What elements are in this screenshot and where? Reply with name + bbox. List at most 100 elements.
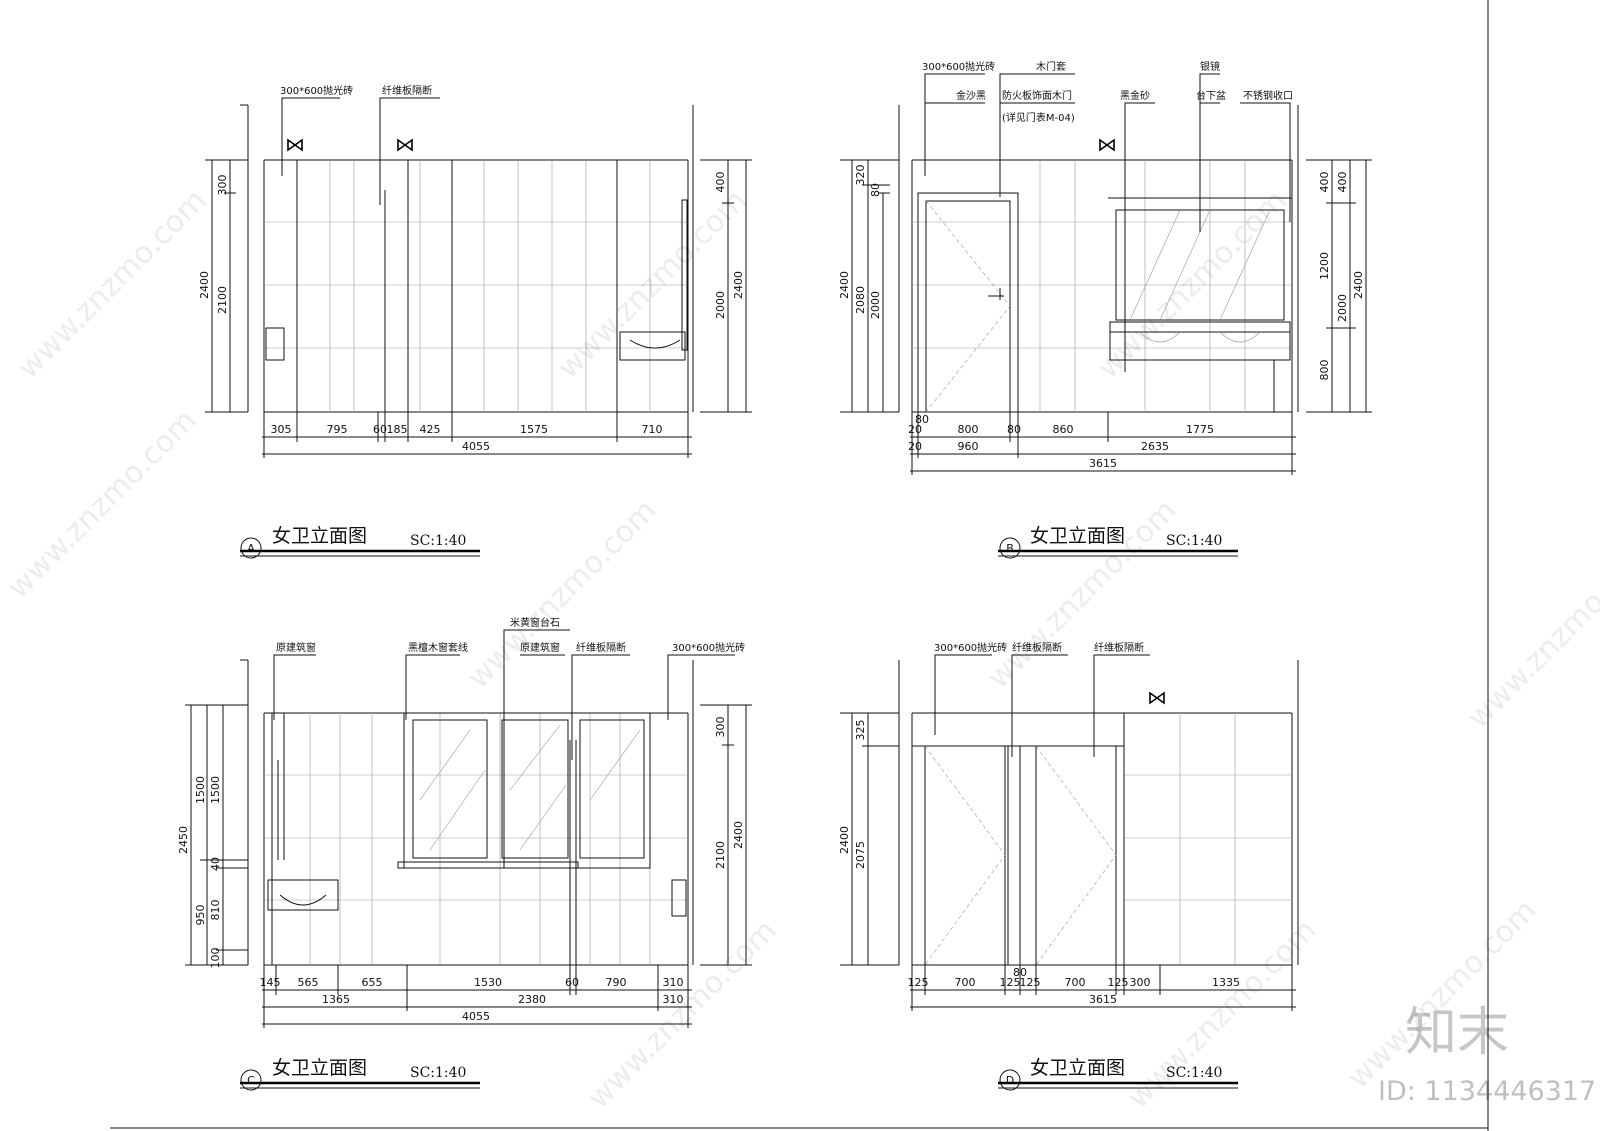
dim-mid: 2380 [518,993,546,1006]
dim-mid: 1365 [322,993,350,1006]
dim-bottom: 80 [915,413,929,426]
dim-right: 300 [714,717,727,738]
window-pane [412,719,488,859]
ceiling-marker-icon [1099,138,1115,152]
view-marker [999,1069,1021,1091]
dim-right: 400 [1336,172,1349,193]
ceiling-marker-icon [1149,691,1165,705]
door-leaf-b [925,200,1011,413]
dim-right: 2400 [732,271,745,299]
dim-bottom: 790 [606,976,627,989]
view-scale: SC:1:40 [410,1065,466,1081]
watermark-text: www.znzmo.com [981,493,1184,696]
dim-left: 2000 [869,291,882,319]
dim-mid: 2635 [1141,440,1169,453]
watermark-text: www.znzmo.com [551,183,754,386]
view-marker-letter: D [1006,1074,1014,1087]
dim-right: 800 [1318,360,1331,381]
dim-right: 2100 [714,841,727,869]
dim-bottom: 125 [1108,976,1129,989]
tile-grid-b [912,160,1292,412]
dim-right: 400 [1318,172,1331,193]
dim-left: 810 [209,900,222,921]
dim-bottom: 125 [1000,976,1021,989]
watermark-text: www.znzmo.com [1461,533,1600,736]
callout-label: 木门套 [1036,60,1066,73]
dim-left: 1500 [194,776,207,804]
callout-label: 原建筑窗 [520,641,560,654]
dim-right: 2400 [1352,271,1365,299]
dim-bottom: 1575 [520,423,548,436]
callout-label: 300*600抛光砖 [934,641,1007,654]
dim-left: 2100 [216,286,229,314]
dim-left: 300 [216,175,229,196]
dim-mid: 310 [663,993,684,1006]
dim-total: 3615 [1089,457,1117,470]
view-scale: SC:1:40 [410,533,466,549]
callout-label: 纤维板隔断 [1094,641,1144,654]
dim-bottom: 185 [387,423,408,436]
view-marker-letter: C [247,1074,255,1087]
dim-bottom: 310 [663,976,684,989]
window-pane [579,719,645,859]
view-scale: SC:1:40 [1166,533,1222,549]
dim-left: 100 [209,948,222,969]
view-marker-letter: A [247,542,255,555]
dim-bottom: 60 [565,976,579,989]
watermark-text: www.znzmo.com [461,493,664,696]
dim-right: 400 [714,172,727,193]
asset-id-label: ID: 1134446317 [1378,1076,1596,1107]
callout-label: 米黄窗台石 [510,616,560,629]
elevation-view-d: 300*600抛光砖 纤维板隔断 纤维板隔断 325 2400 2075 125… [838,641,1299,1091]
view-scale: SC:1:40 [1166,1065,1222,1081]
dim-bottom: 20 [908,423,922,436]
dim-right: 1200 [1318,252,1331,280]
dim-left: 2400 [198,271,211,299]
dim-left: 325 [854,720,867,741]
dim-total: 3615 [1089,993,1117,1006]
view-title: 女卫立面图 [272,1057,367,1079]
callout-label: (详见门表M-04) [1002,111,1075,124]
tile-grid-c [264,713,688,965]
dim-bottom: 700 [1065,976,1086,989]
dim-bottom: 860 [1053,423,1074,436]
callout-label: 银镜 [1200,60,1220,73]
door-frame-b [917,192,1019,413]
callout-label: 原建筑窗 [276,641,316,654]
dim-bottom: 300 [1130,976,1151,989]
dim-bottom: 305 [271,423,292,436]
stall-door-d [1035,745,1117,966]
dim-bottom: 60 [373,423,387,436]
dim-left: 2400 [838,826,851,854]
vanity-top-b [1109,321,1291,333]
dim-right: 2000 [1336,294,1349,322]
callout-leader [379,97,440,205]
dim-left: 40 [209,857,222,871]
ceiling-marker-icon [287,138,303,152]
dim-bottom: 800 [958,423,979,436]
window-pane [501,719,569,859]
callout-label: 300*600抛光砖 [922,60,995,73]
dim-left: 320 [854,165,867,186]
callout-label: 防火板饰面木门 [1002,89,1072,102]
sink-a [619,331,686,361]
view-marker-letter: B [1006,542,1014,555]
dim-left: 2080 [854,286,867,314]
tile-grid-a [264,160,688,412]
dim-bottom: 1775 [1186,423,1214,436]
dim-total: 4055 [462,440,490,453]
elevation-view-b: 300*600抛光砖 金沙黑 木门套 防火板饰面木门 (详见门表M-04) 黑金… [838,60,1372,559]
door-handle-icon [988,288,1004,300]
undermount-basin-b [1139,331,1261,343]
callout-label: 金沙黑 [956,89,986,102]
watermark-layer: www.znzmo.com www.znzmo.com www.znzmo.co… [1,183,1600,1116]
dim-bottom: 565 [298,976,319,989]
dim-left: 80 [869,183,882,197]
watermark-text: www.znzmo.com [1,403,204,606]
watermark-text: www.znzmo.com [11,183,214,386]
watermark-text: www.znzmo.com [1091,183,1294,386]
dim-left: 2075 [854,841,867,869]
sink-c [267,879,339,911]
dim-bottom: 425 [420,423,441,436]
